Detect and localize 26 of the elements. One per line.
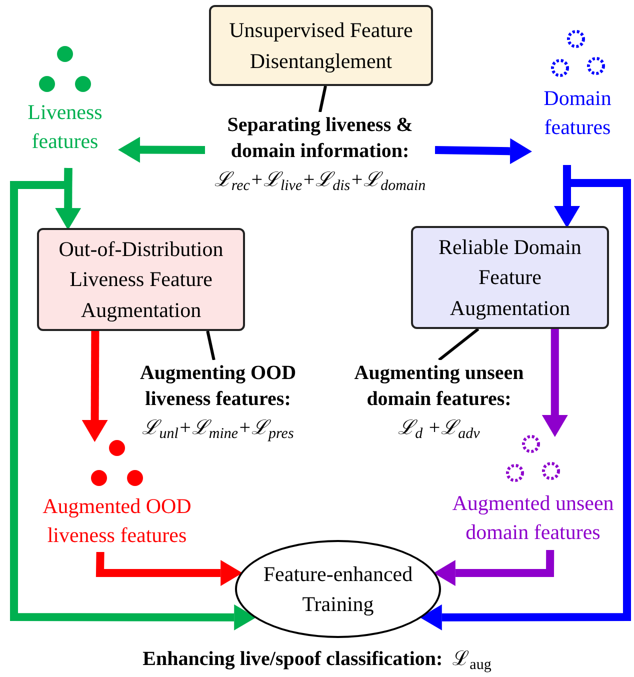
arrow <box>55 168 82 230</box>
process-box <box>411 226 609 329</box>
loss-formula: ℒ$_{rec}$+ℒ$_{live}$+ℒ$_{dis}$+ℒ$_{domain}$ <box>214 168 426 196</box>
connector-line <box>318 86 327 112</box>
arrow <box>82 330 108 442</box>
feature-label: Augmented OOD liveness features <box>42 493 192 550</box>
ellipse-title: Feature-enhanced Training <box>262 560 414 618</box>
process-box <box>37 228 245 331</box>
connector-line <box>206 330 216 360</box>
arrow <box>542 329 568 437</box>
objective-caption: Enhancing live/spoof classification: ℒ$_{aug}$ <box>142 647 492 674</box>
arrow <box>96 552 243 586</box>
feature-label: Augmented unseen domain features <box>451 490 615 546</box>
box-title: Reliable Domain Feature Augmentation <box>438 234 582 322</box>
loss-formula: ℒ$_{d}$ +ℒ$_{adv}$ <box>398 416 480 444</box>
feature-label: Domain features <box>542 85 612 142</box>
arrow <box>118 136 206 163</box>
loss-formula: ℒ$_{unl}$+ℒ$_{mine}$+ℒ$_{pres}$ <box>142 416 294 444</box>
connector-line <box>438 328 480 362</box>
box-title: Unsupervised Feature Disentanglement <box>228 17 414 74</box>
box-title: Out-of-Distribution Liveness Feature Augmentation <box>58 236 224 324</box>
feature-label: Liveness features <box>26 99 104 156</box>
arrow <box>10 168 256 630</box>
arrow <box>433 550 554 586</box>
arrow <box>434 138 532 164</box>
process-box <box>209 5 433 86</box>
